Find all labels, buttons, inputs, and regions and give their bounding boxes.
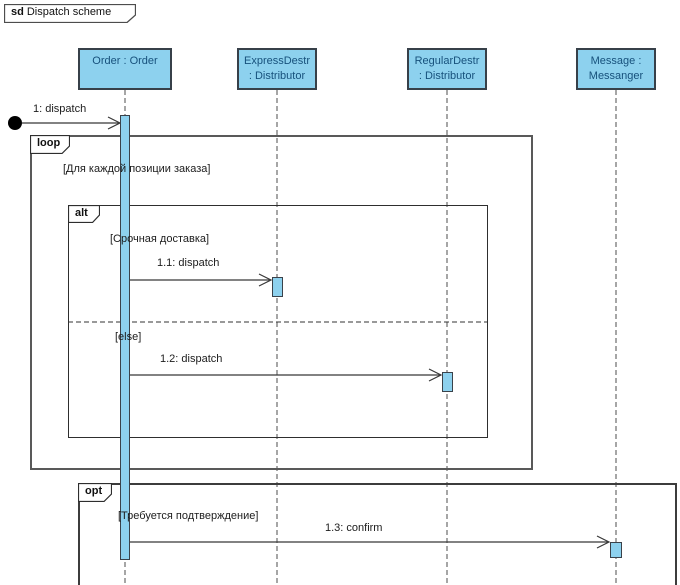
lifeline-head-order-line1: Order : Order <box>92 55 158 67</box>
activation-bar-express <box>272 277 283 297</box>
activation-bar-regular <box>442 372 453 392</box>
found-message-circle-icon <box>8 116 22 130</box>
message-1-3-label: 1.3: confirm <box>325 522 383 534</box>
lifeline-head-message: Message : Messanger <box>576 48 656 90</box>
loop-operator-tab-shape <box>30 135 70 154</box>
loop-operator-label: loop <box>37 137 61 149</box>
message-1-arrow <box>22 116 122 130</box>
alt-operator-tab-shape <box>68 205 100 223</box>
message-1-2-label: 1.2: dispatch <box>160 353 223 365</box>
alt-guard-label: [Срочная доставка] <box>110 233 210 245</box>
lifeline-head-order: Order : Order <box>78 48 172 90</box>
loop-fragment-frame <box>30 135 533 470</box>
found-message-start <box>8 116 22 130</box>
lifeline-head-express: ExpressDestr : Distributor <box>237 48 317 90</box>
lifeline-head-regular: RegularDestr : Distributor <box>407 48 487 90</box>
opt-operator-tab-shape <box>78 483 112 502</box>
lifeline-head-message-line2: Messanger <box>588 70 644 82</box>
diagram-title-name: Dispatch scheme <box>26 6 112 18</box>
message-1-label: 1: dispatch <box>33 103 87 115</box>
lifeline-head-express-line1: ExpressDestr <box>243 55 311 67</box>
opt-operator-tab: opt <box>78 483 112 502</box>
lifeline-head-regular-line2: : Distributor <box>418 70 476 82</box>
opt-guard-label: [Требуется подтверждение] <box>118 510 259 522</box>
lifeline-head-regular-line1: RegularDestr <box>414 55 480 67</box>
loop-operator-tab: loop <box>30 135 70 154</box>
opt-operator-label: opt <box>85 485 103 497</box>
alt-operator-tab: alt <box>68 205 100 223</box>
diagram-title-keyword: sd <box>11 6 24 18</box>
opt-fragment-frame <box>78 483 677 585</box>
alt-operator-label: alt <box>75 207 88 219</box>
diagram-title-tab-shape <box>4 4 136 23</box>
loop-guard-label: [Для каждой позиции заказа] <box>63 163 211 175</box>
alt-else-guard-label: [else] <box>115 331 142 343</box>
message-1-1-label: 1.1: dispatch <box>157 257 220 269</box>
lifeline-head-message-line1: Message : <box>590 55 642 67</box>
lifeline-head-express-line2: : Distributor <box>248 70 306 82</box>
activation-bar-message <box>610 542 622 558</box>
